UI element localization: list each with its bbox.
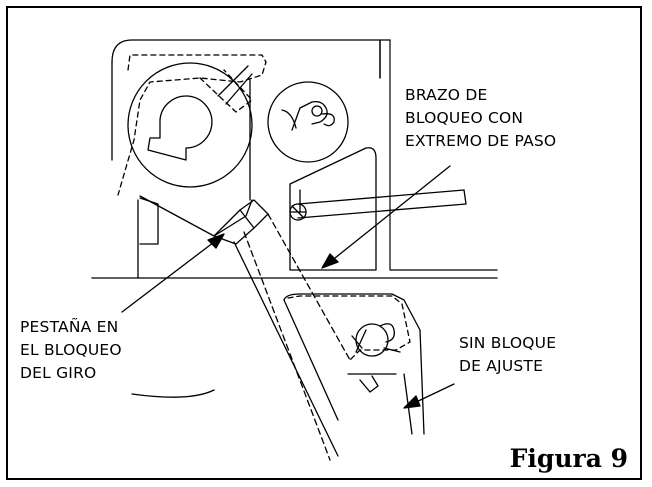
lower-knob-spring xyxy=(351,323,395,353)
label-brazo-line2: BLOQUEO CON xyxy=(405,109,524,127)
pivot-rod-bottom xyxy=(297,203,467,219)
label-pestana-line3: DEL GIRO xyxy=(20,364,97,382)
gear-arm-dashed xyxy=(199,69,253,113)
lower-arm-dashed-left xyxy=(243,231,331,461)
large-gear xyxy=(127,62,253,188)
arrow-sin-bloque xyxy=(403,395,421,409)
leader-pestana xyxy=(121,235,223,313)
knob-spring xyxy=(281,100,328,131)
gear-slot xyxy=(217,65,253,105)
pivot-bolt-inner xyxy=(289,205,307,219)
figure-caption: Figura 9 xyxy=(509,444,628,473)
gear-inner-notch xyxy=(147,95,213,161)
pivot-rod-top xyxy=(297,189,465,205)
gear-dashed-outline xyxy=(117,54,267,196)
lower-plate-left xyxy=(283,299,339,421)
lower-bolt xyxy=(347,373,397,393)
small-knob xyxy=(267,81,349,163)
pivot-rod-end xyxy=(463,189,467,205)
label-pestana-line2: EL BLOQUEO xyxy=(20,341,122,359)
leader-brazo xyxy=(329,165,451,263)
label-pestana-line1: PESTAÑA EN xyxy=(20,318,119,336)
lower-arm-solid xyxy=(233,241,339,457)
label-brazo-line3: EXTREMO DE PASO xyxy=(405,132,557,150)
label-sin-bloque-line1: SIN BLOQUE xyxy=(459,334,557,352)
leader-del-giro xyxy=(131,389,215,398)
label-sin-bloque-line2: DE AJUSTE xyxy=(459,357,544,375)
lock-arm-upper xyxy=(239,199,269,229)
knob-pin xyxy=(311,105,323,117)
label-brazo-line1: BRAZO DE xyxy=(405,86,488,104)
lower-knob-lever xyxy=(383,347,401,353)
compartment xyxy=(289,147,377,271)
lower-plate-dashed xyxy=(287,295,411,361)
arrow-brazo xyxy=(321,253,339,269)
top-housing-outline xyxy=(111,39,381,79)
arrow-pestana xyxy=(207,233,225,249)
knob-clip xyxy=(321,113,335,127)
lower-arm-dashed-right xyxy=(267,213,351,361)
leader-sin-bloque xyxy=(411,383,455,405)
lower-plate xyxy=(283,293,425,435)
right-frame xyxy=(389,39,498,271)
housing-bevel xyxy=(139,195,253,237)
